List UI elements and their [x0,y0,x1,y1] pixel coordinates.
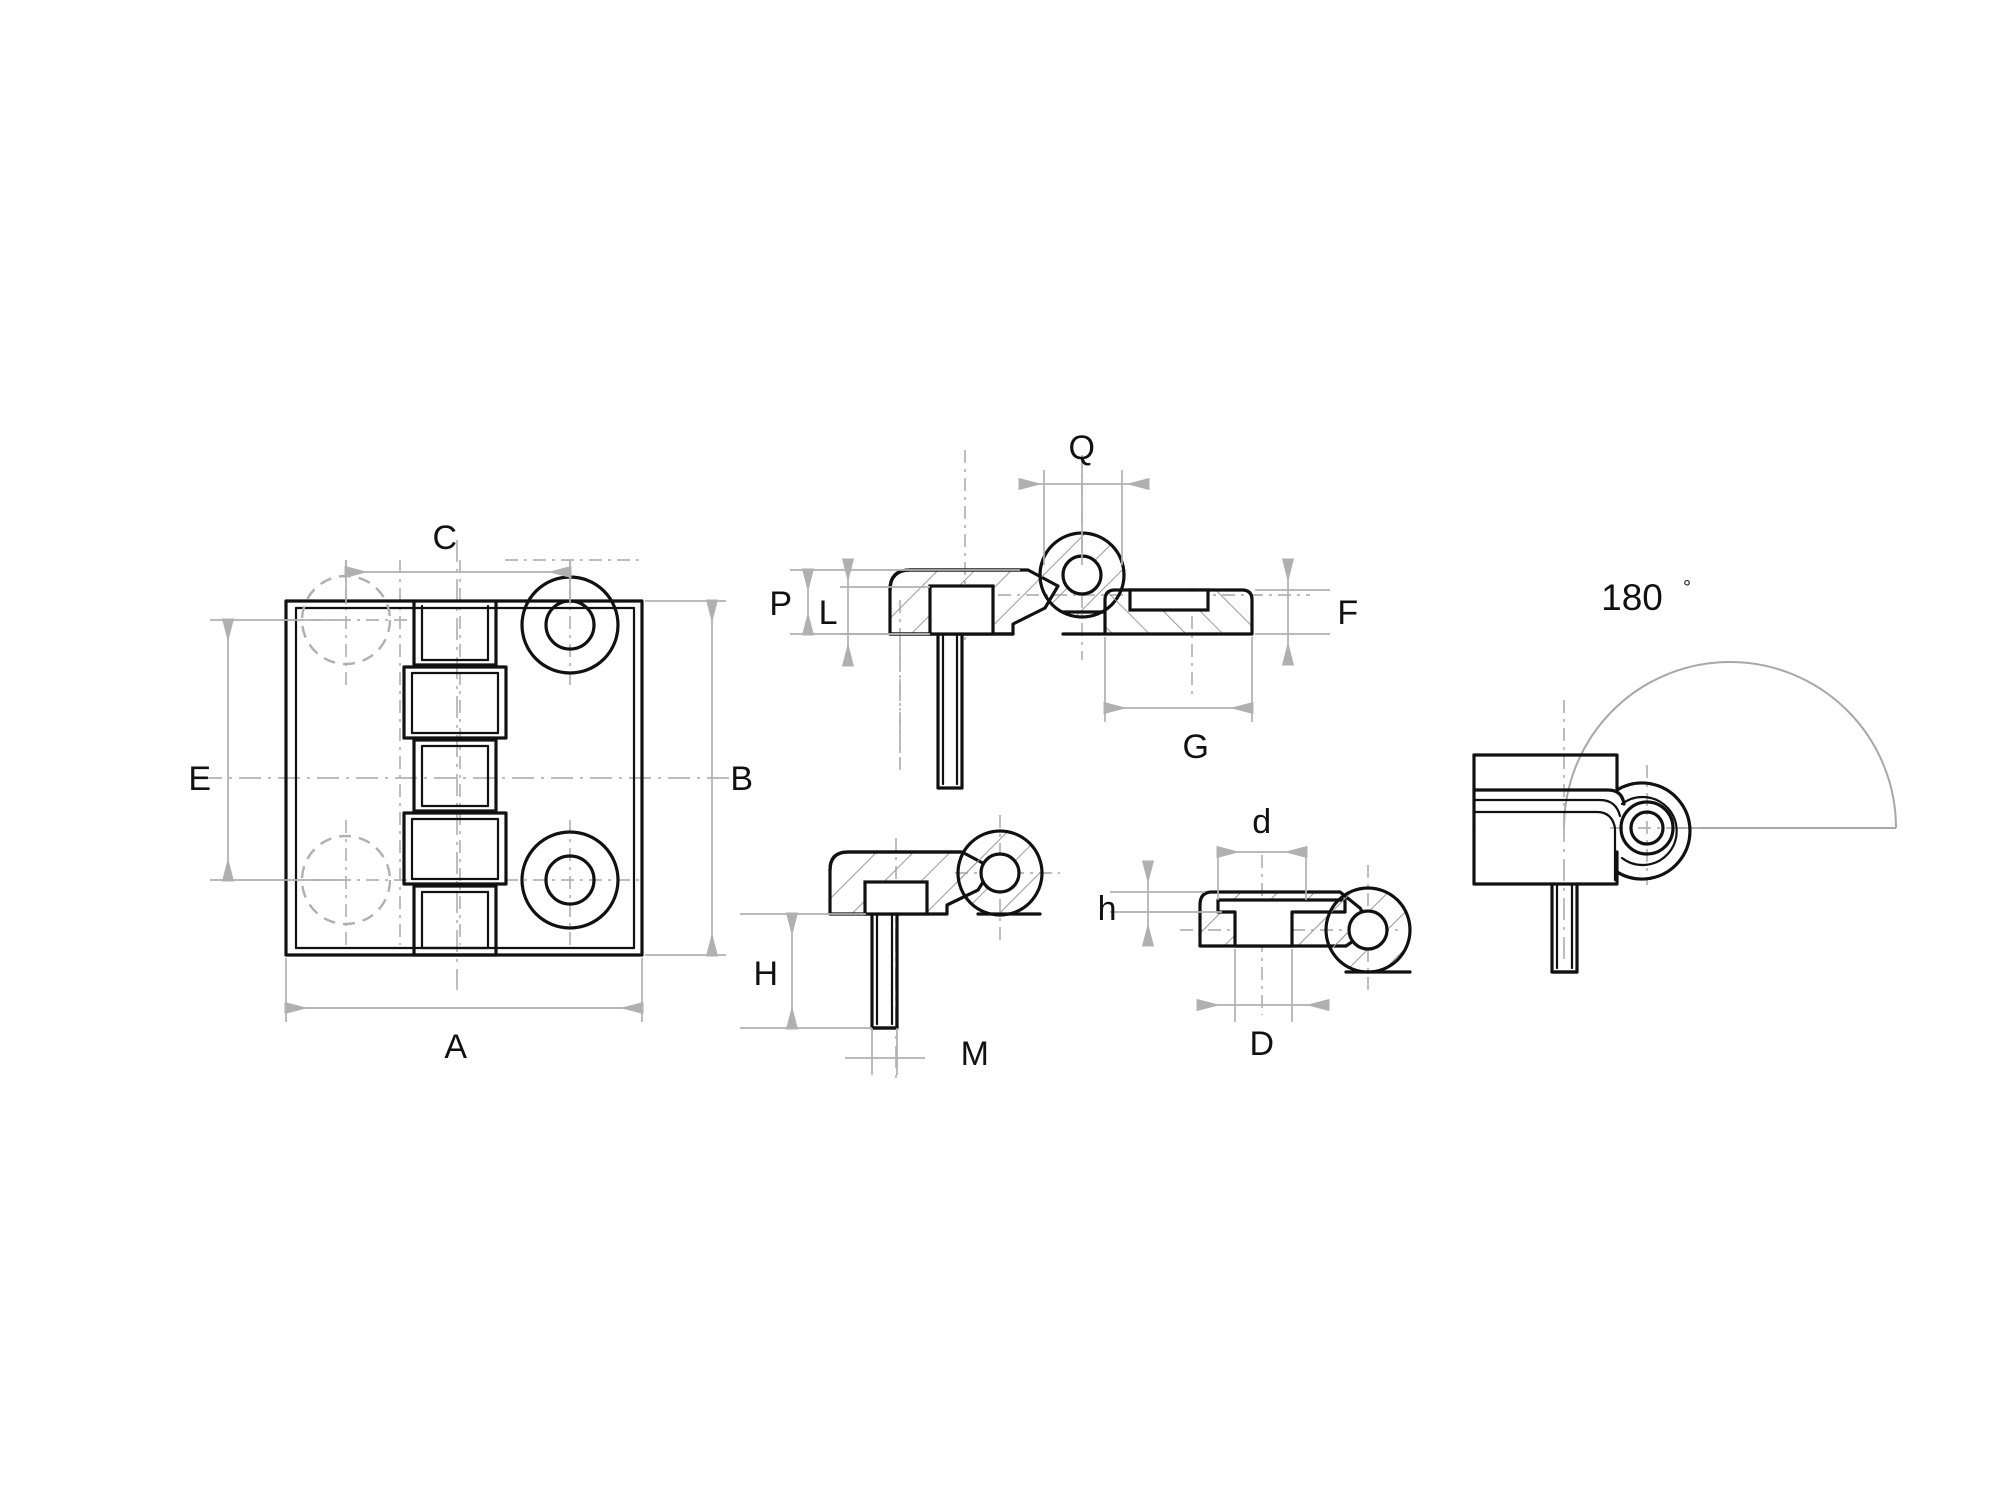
side-section-view: H M [740,815,1060,1085]
opening-angle-arc [1563,661,1897,829]
angle-view-knuckle-inner [1620,795,1678,867]
dimension-h: h [1098,860,1222,947]
dim-F-label: F [1337,594,1358,632]
dim-G-label: G [1183,728,1210,766]
dimension-L: L [819,558,930,667]
leaf-section-view: d h D [1098,803,1412,1063]
dimension-F: F [1255,558,1358,666]
dimension-E: E [188,618,340,882]
knuckle-segment-2-inner-hz [410,671,500,735]
side-view-screw-thread [875,912,894,1026]
knuckle-segment-5 [412,884,498,957]
dimension-d: d [1216,803,1308,900]
dim-P-label: P [769,585,792,623]
front-view-counterbore-lower-outer [520,830,620,930]
top-view-screw-head-recess [928,584,995,636]
knuckle-segment-2 [402,665,508,740]
dimension-P: P [769,568,1020,636]
knuckle-segment-1 [412,599,498,667]
side-view-screw-shank [870,912,899,1030]
angle-label-group: 180 ° [1601,577,1691,618]
side-view-leaf-top-edge [828,850,962,872]
angle-view-upper-leaf-inner-edge [1472,788,1626,806]
knuckle-segment-3 [412,738,498,813]
front-view-counterbore-lower-inner [544,854,596,906]
angle-value-label: 180 [1601,577,1663,618]
angle-view-upper-leaf-top [1472,753,1619,792]
knuckle-segment-4-inner-hz [410,817,500,881]
angle-view-lower-leaf-inner [1472,810,1617,882]
angle-view-lower-leaf [1472,826,1619,886]
side-view-screw-head-recess [863,880,929,916]
leaf-view-pin-hole [1347,909,1389,951]
angle-view-upper-leaf-inner-edge-2 [1472,798,1622,818]
dim-L-label: L [819,594,838,632]
dimension-A: A [284,958,644,1066]
dimension-D: D [1196,949,1330,1063]
knuckle-segment-5-inner [420,890,490,950]
dimension-M: M [845,1028,989,1075]
top-view-right-leaf-recess [1128,588,1210,612]
dim-Q-label: Q [1069,429,1096,467]
knuckle-segment-4-inner [410,817,500,881]
dim-D-label: D [1249,1025,1274,1063]
top-view-screw-shank [936,632,964,790]
dim-B-label: B [730,760,753,798]
knuckle-segment-1-inner [420,604,490,662]
dim-H-label: H [753,955,778,993]
dimension-C: C [344,519,572,604]
knuckle-segment-2-inner [410,671,500,735]
angle-view-pin-outer [1619,800,1675,856]
knuckle-segment-3-inner-hz [420,744,490,808]
side-view-pin-hole [979,852,1021,894]
front-view-plate-outline [284,599,644,957]
top-section-view: Q P L F G [769,429,1358,790]
dimension-H: H [740,912,872,1030]
opening-angle-view: 180 ° [1472,577,1897,974]
top-view-screw-shank-thread [941,632,959,786]
dim-C-label: C [432,519,457,557]
knuckle-segment-4 [402,811,508,886]
dimension-G: G [1103,637,1254,766]
front-view-hidden-hole-lower [300,834,392,926]
dim-M-label: M [961,1035,990,1073]
dim-d-label: d [1252,803,1271,841]
knuckle-segment-3-inner [420,744,490,808]
front-view: C E B A [188,519,753,1066]
angle-view-pin-inner [1629,810,1665,846]
angle-view-screw-thread [1555,882,1574,970]
angle-view-knuckle-outer [1615,781,1692,881]
dimension-B: B [645,599,753,957]
dim-h-label: h [1098,890,1117,928]
knuckle-segment-5-inner-hz [420,890,490,950]
dimension-Q: Q [1018,429,1150,565]
front-view-knuckle-assembly [402,599,508,957]
angle-unit-label: ° [1683,577,1691,599]
dim-A-label: A [444,1028,467,1066]
dim-E-label: E [188,760,211,798]
